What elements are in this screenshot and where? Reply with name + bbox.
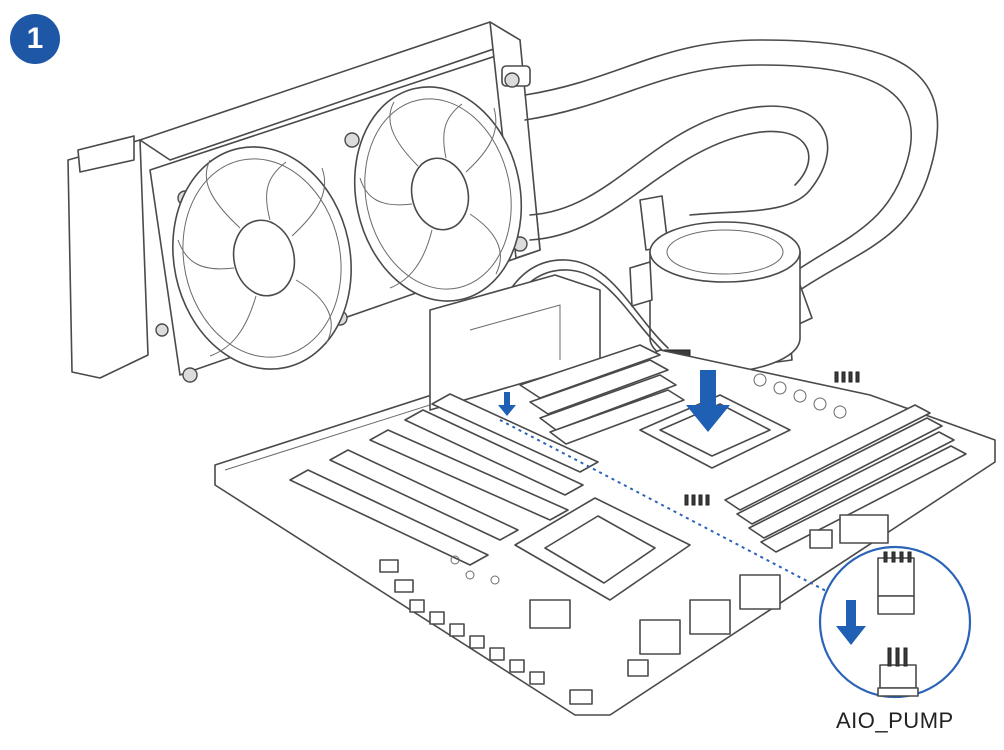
radiator-fan-left xyxy=(172,146,352,370)
callout-leader-line xyxy=(499,419,829,593)
step-number-badge: 1 xyxy=(10,14,60,64)
motherboard xyxy=(214,274,996,716)
down-arrow-icon xyxy=(686,370,730,432)
connector-label: AIO_PUMP xyxy=(836,708,954,733)
down-arrow-icon xyxy=(836,600,866,645)
radiator-fan-right xyxy=(353,86,523,302)
down-arrow-icon xyxy=(498,392,516,416)
connector-callout xyxy=(818,545,972,699)
